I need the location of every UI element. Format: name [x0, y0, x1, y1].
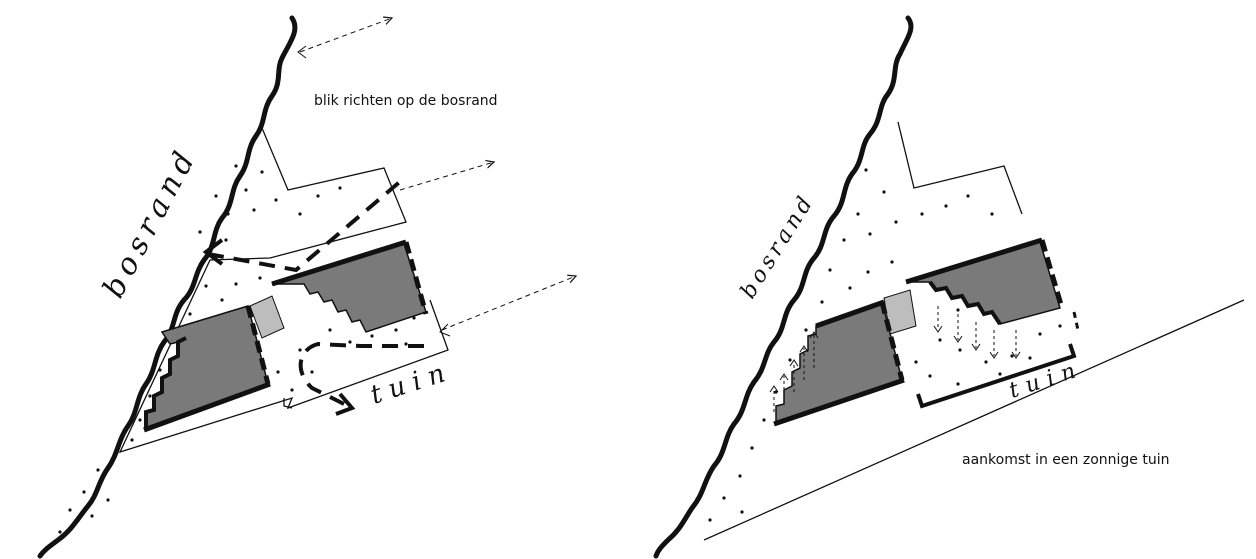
left-building-upper — [271, 243, 427, 333]
right-garden-dash — [1072, 311, 1080, 331]
right-building-upper-edge — [905, 237, 1043, 285]
right-forest-edge — [653, 15, 914, 559]
right-building-lower-edge-top — [815, 299, 885, 329]
left-view-line-1 — [299, 18, 392, 53]
right-plot-texture — [708, 168, 1062, 522]
left-building-upper-edge — [271, 239, 407, 287]
left-view-line-1-tail — [297, 45, 307, 59]
left-route-upper — [207, 178, 404, 273]
left-plot-texture — [58, 148, 416, 534]
right-sketch: bosrand tuin — [653, 15, 1245, 559]
left-view-line-2 — [399, 162, 494, 191]
left-view-line-3-tail — [439, 323, 451, 337]
left-forest-edge — [37, 15, 298, 559]
right-road-line — [703, 299, 1245, 541]
left-building-lower-edge — [143, 381, 271, 433]
left-route-lower — [298, 341, 424, 406]
left-garden-bracket — [283, 398, 293, 409]
left-route-lower-arrowhead — [335, 392, 356, 416]
right-building-upper-dash — [1039, 239, 1065, 309]
right-building-upper-front — [928, 280, 1002, 326]
right-edge-label: bosrand — [736, 189, 820, 303]
left-connector — [249, 295, 285, 339]
left-building-lower — [145, 305, 269, 430]
right-plot-outline — [897, 121, 1023, 215]
left-edge-label: bosrand — [96, 141, 205, 303]
right-building-lower-dash — [879, 301, 905, 381]
left-building-lower-dash — [245, 305, 271, 385]
left-garden-label: tuin — [367, 356, 456, 411]
right-entry-arrows — [769, 306, 1021, 412]
left-route-arrowhead — [202, 238, 224, 266]
right-garden-bracket — [916, 343, 1077, 409]
left-building-lower-front — [144, 336, 187, 428]
right-building-lower-edge — [773, 377, 905, 427]
left-building-upper-dash — [403, 241, 429, 315]
left-caption: blik richten op de bosrand — [314, 93, 498, 109]
left-view-line-3 — [441, 276, 576, 331]
left-plot-outline — [118, 127, 449, 454]
right-caption: aankomst in een zonnige tuin — [962, 452, 1170, 468]
